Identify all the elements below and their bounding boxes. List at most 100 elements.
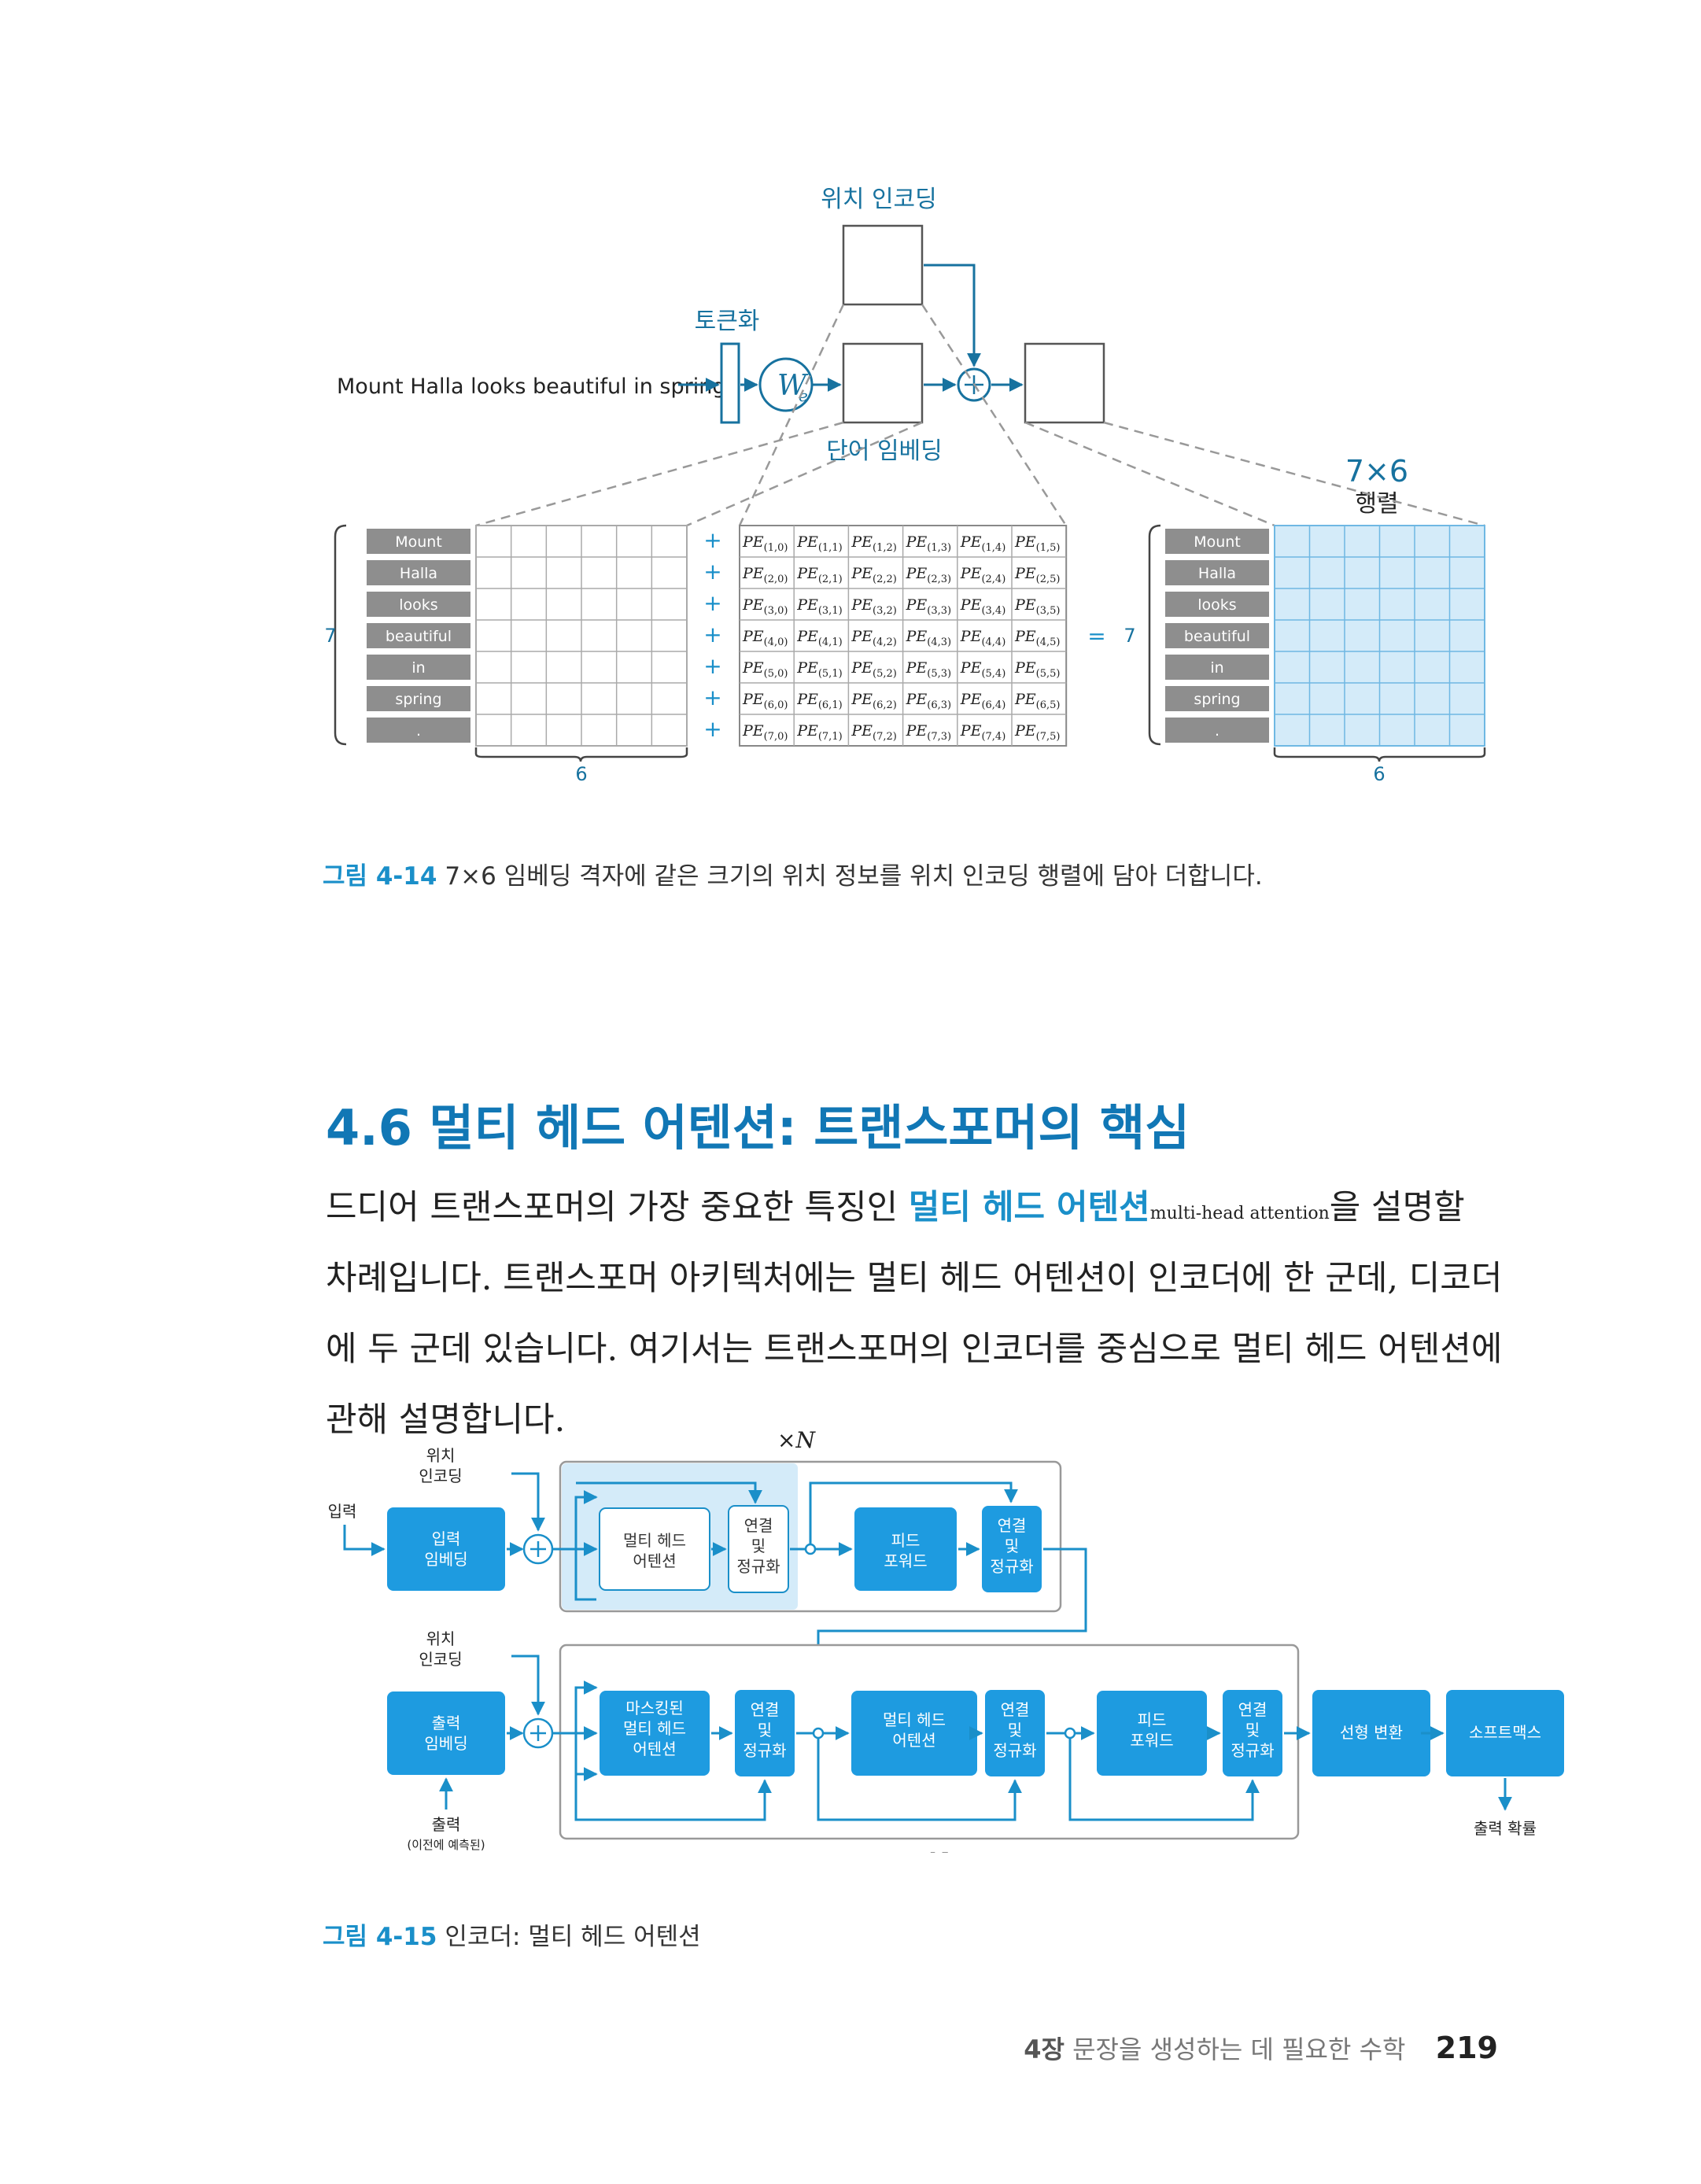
right-token-label: beautiful bbox=[1184, 628, 1250, 645]
left-token-box bbox=[367, 623, 470, 648]
pe-cell: PE(6,0) bbox=[742, 691, 788, 711]
right-token-box bbox=[1165, 655, 1269, 680]
enc-addnorm-1-l2: 및 bbox=[751, 1537, 766, 1555]
input-label: 입력 bbox=[328, 1502, 357, 1521]
para-part-2: 을 설명할 차례입니다. 트랜스포머 아키텍처에는 멀티 헤드 어텐션이 인코더… bbox=[326, 1188, 1503, 1440]
equals-sign: = bbox=[1087, 623, 1105, 649]
pe-cell: PE(5,4) bbox=[960, 659, 1005, 680]
matrix-size-label: 7×6 bbox=[1345, 454, 1408, 489]
section-paragraph: 드디어 트랜스포머의 가장 중요한 특징인 멀티 헤드 어텐션multi-hea… bbox=[326, 1172, 1506, 1455]
tokenize-label: 토큰화 bbox=[695, 308, 760, 335]
linear-box bbox=[1312, 1690, 1430, 1776]
pe-cell: PE(1,0) bbox=[742, 533, 788, 554]
dec-masked-mha-l3: 어텐션 bbox=[633, 1739, 676, 1758]
dec-pos-label-2: 인코딩 bbox=[419, 1650, 462, 1669]
pe-cell: PE(6,2) bbox=[850, 691, 896, 711]
positional-encoding-matrix: PE(1,0)PE(1,1)PE(1,2)PE(1,3)PE(1,4)PE(1,… bbox=[739, 525, 1068, 747]
left-token-box bbox=[367, 655, 470, 680]
plus-sign: + bbox=[703, 622, 721, 647]
enc-mha-label-1: 멀티 헤드 bbox=[623, 1531, 686, 1550]
dec-addnorm-3-l3: 정규화 bbox=[1231, 1741, 1274, 1760]
output-embedding-label-1: 출력 bbox=[432, 1714, 461, 1732]
output-embedding-box bbox=[387, 1691, 505, 1775]
dec-mha-box bbox=[851, 1691, 977, 1776]
pe-cell: PE(1,5) bbox=[1014, 533, 1060, 554]
left-token-label: Mount bbox=[395, 533, 442, 551]
figure-4-14: 위치 인코딩 토큰화 Mount Halla looks beautiful i… bbox=[324, 186, 1486, 785]
cols-label-left: 6 bbox=[575, 763, 587, 785]
pos-encoding-label: 위치 인코딩 bbox=[821, 186, 937, 213]
enc-pos-label-1: 위치 bbox=[426, 1446, 456, 1465]
encoder-xn: ×N bbox=[777, 1427, 816, 1453]
dec-pos-label-1: 위치 bbox=[426, 1629, 456, 1648]
softmax-label: 소프트맥스 bbox=[1469, 1723, 1541, 1742]
pe-cell: PE(1,2) bbox=[850, 533, 896, 554]
pe-cell: PE(3,4) bbox=[960, 596, 1005, 617]
left-token-label: in bbox=[411, 659, 425, 677]
dec-addnorm-1-box bbox=[735, 1690, 795, 1776]
pe-cell: PE(2,4) bbox=[960, 565, 1005, 585]
pe-cell: PE(5,1) bbox=[796, 659, 842, 680]
keyword-mha: 멀티 헤드 어텐션 bbox=[908, 1188, 1150, 1227]
input-embedding-label-2: 임베딩 bbox=[424, 1550, 467, 1569]
pe-cell: PE(6,3) bbox=[906, 691, 951, 711]
enc-addnorm-1-l1: 연결 bbox=[744, 1516, 773, 1535]
right-token-label: . bbox=[1215, 722, 1219, 740]
dec-addnorm-1-l3: 정규화 bbox=[743, 1741, 786, 1760]
pe-cell: PE(2,2) bbox=[850, 565, 896, 585]
enc-ffn-box bbox=[854, 1507, 957, 1591]
enc-addnorm-1-l3: 정규화 bbox=[736, 1557, 780, 1576]
enc-addnorm-2-l2: 및 bbox=[1005, 1537, 1019, 1555]
right-token-box bbox=[1165, 623, 1269, 648]
pe-cell: PE(5,2) bbox=[850, 659, 896, 680]
pe-cell: PE(7,1) bbox=[796, 722, 842, 743]
right-token-label: Mount bbox=[1194, 533, 1241, 551]
enc-addnorm-2-l3: 정규화 bbox=[990, 1557, 1033, 1576]
dec-mha-l1: 멀티 헤드 bbox=[883, 1710, 946, 1729]
input-embedding-label-1: 입력 bbox=[432, 1529, 461, 1548]
dec-addnorm-2-l3: 정규화 bbox=[993, 1741, 1036, 1760]
para-part-1: 드디어 트랜스포머의 가장 중요한 특징인 bbox=[326, 1188, 909, 1227]
pe-cell: PE(2,3) bbox=[906, 565, 951, 585]
plus-sign: + bbox=[703, 527, 721, 553]
footer-title: 문장을 생성하는 데 필요한 수학 bbox=[1072, 2035, 1406, 2064]
pe-cell: PE(3,1) bbox=[796, 596, 842, 617]
pe-cell: PE(2,0) bbox=[742, 565, 788, 585]
right-token-label: Halla bbox=[1198, 565, 1236, 582]
dec-ffn-l1: 피드 bbox=[1138, 1710, 1167, 1729]
plus-sign: + bbox=[703, 653, 721, 679]
output-embedding-label-2: 임베딩 bbox=[424, 1734, 467, 1753]
dec-addnorm-1-l2: 및 bbox=[758, 1721, 772, 1739]
pe-cell: PE(2,1) bbox=[796, 565, 842, 585]
dec-ffn-l2: 포워드 bbox=[1130, 1731, 1173, 1750]
output-sub-label: (이전에 예측된) bbox=[407, 1838, 485, 1852]
pe-cell: PE(7,5) bbox=[1014, 722, 1060, 743]
right-token-box bbox=[1165, 529, 1269, 554]
enc-pos-label-2: 인코딩 bbox=[419, 1466, 462, 1485]
right-token-box bbox=[1165, 560, 1269, 585]
page-number: 219 bbox=[1435, 2031, 1498, 2065]
output-label: 출력 bbox=[432, 1815, 461, 1834]
left-token-label: beautiful bbox=[386, 628, 452, 645]
right-token-label: in bbox=[1210, 659, 1223, 677]
softmax-box bbox=[1446, 1690, 1564, 1776]
pe-cell: PE(7,3) bbox=[906, 722, 951, 743]
dec-ffn-box bbox=[1097, 1691, 1207, 1776]
caption-4-14-label: 그림 4-14 bbox=[323, 862, 437, 891]
enc-mha-label-2: 어텐션 bbox=[633, 1551, 676, 1570]
pos-encoding-box bbox=[842, 224, 924, 306]
pe-cell: PE(5,5) bbox=[1014, 659, 1060, 680]
dec-mha-l2: 어텐션 bbox=[892, 1731, 935, 1750]
enc-addnorm-2-box bbox=[982, 1506, 1042, 1592]
pe-cell: PE(4,5) bbox=[1014, 628, 1060, 648]
result-grid bbox=[1274, 525, 1485, 747]
right-token-box bbox=[1165, 592, 1269, 617]
embedding-grid bbox=[475, 525, 688, 747]
section-heading: 4.6 멀티 헤드 어텐션: 트랜스포머의 핵심 bbox=[326, 1099, 1190, 1157]
pe-cell: PE(4,0) bbox=[742, 628, 788, 648]
pe-cell: PE(7,0) bbox=[742, 722, 788, 743]
pe-cell: PE(1,4) bbox=[960, 533, 1005, 554]
